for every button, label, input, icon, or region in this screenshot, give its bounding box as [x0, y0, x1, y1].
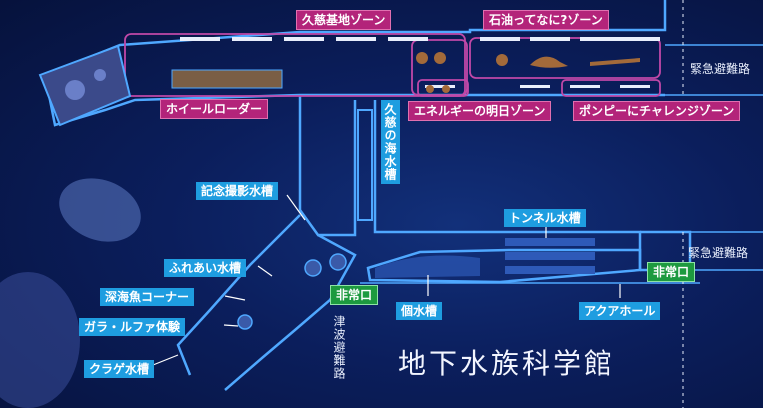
jellyfish-decoration-small — [59, 178, 141, 242]
building-walls — [43, 0, 692, 391]
tank-label-jellyfish: クラゲ水槽 — [84, 360, 155, 378]
emergency-route-label-top: 緊急避難路 — [690, 62, 751, 76]
tunnel-tank — [505, 238, 595, 274]
tsunami-route-label: 津波避難路 — [332, 315, 346, 380]
map-guide-lines — [360, 44, 763, 284]
facility-title: 地下水族科学館 — [398, 347, 616, 380]
tank-label-individual: 個水槽 — [396, 302, 443, 320]
emergency-exit-label-right: 非常口 — [647, 262, 696, 282]
zone-label-energy-future: エネルギーの明日ゾーン — [408, 101, 552, 121]
emergency-route-label-mid: 緊急避難路 — [688, 246, 749, 260]
exhibit-bars — [180, 37, 660, 88]
zone-label-oil: 石油ってなに?ゾーン — [483, 10, 609, 30]
zone-label-pompey: ポンピーにチャレンジゾーン — [573, 101, 741, 121]
tank-label-memorial: 記念撮影水槽 — [196, 182, 279, 200]
individual-tank-shape — [375, 255, 480, 278]
tank-label-deep-sea: 深海魚コーナー — [100, 288, 195, 306]
jellyfish-decoration-large — [0, 272, 80, 408]
tank-label-touch: ふれあい水槽 — [164, 259, 247, 277]
tank-label-tunnel: トンネル水槽 — [504, 209, 586, 227]
wheel-loader-exhibit — [171, 69, 283, 89]
emergency-exit-label-center: 非常口 — [330, 285, 379, 305]
zone-label-wheel-loader: ホイールローダー — [160, 99, 269, 119]
kuji-sea-tank-outline — [357, 109, 373, 221]
oil-zone-exhibits — [416, 52, 640, 93]
entrance-tank — [38, 44, 132, 127]
tank-label-kuji-sea: 久慈の海水槽 — [381, 100, 400, 184]
tank-label-aqua-hall: アクアホール — [579, 302, 661, 320]
tank-label-gara-rufa: ガラ・ルファ体験 — [79, 318, 186, 336]
zone-label-kuji-base: 久慈基地ゾーン — [296, 10, 392, 30]
zone-outlines — [124, 33, 661, 97]
entrance-tank-decor — [65, 69, 106, 100]
lower-tank-circles — [237, 253, 347, 330]
